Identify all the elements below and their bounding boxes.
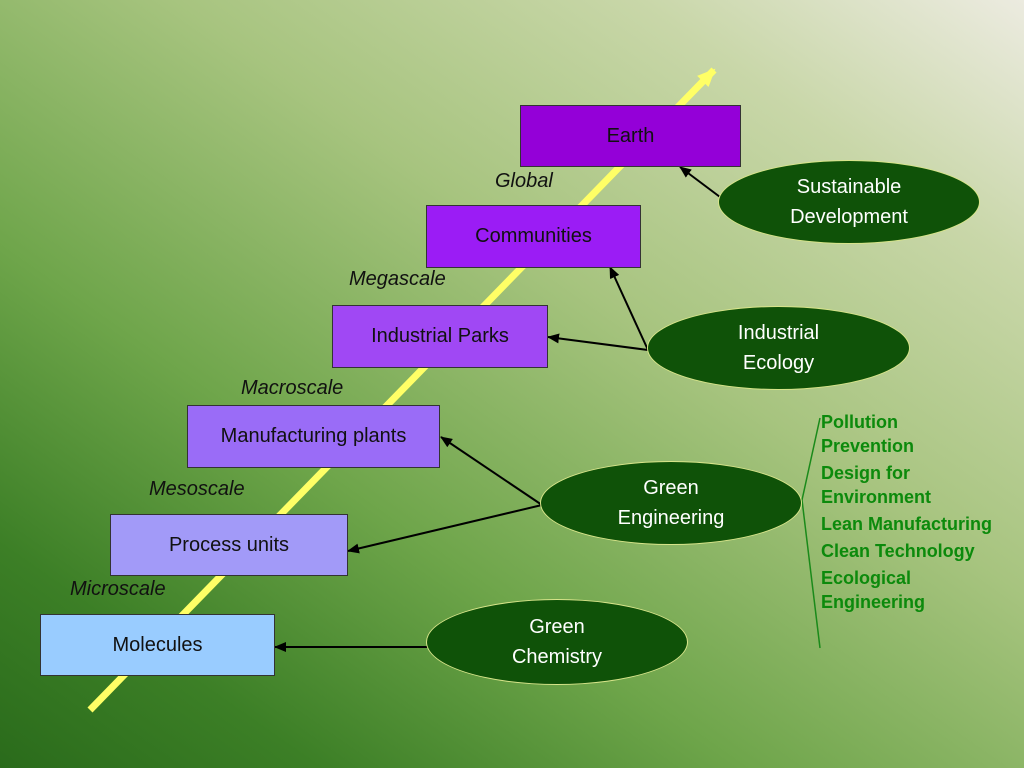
ecology-line-2: Ecology bbox=[742, 352, 815, 374]
sustainable-development-ellipse: Sustainable Development bbox=[718, 160, 980, 244]
chemistry-line-1: Green bbox=[529, 616, 585, 638]
engineering-line-1: Green bbox=[643, 477, 699, 499]
scale-global: Global bbox=[495, 170, 553, 192]
chemistry-line-2: Chemistry bbox=[511, 646, 602, 668]
practices-bracket-bottom bbox=[801, 499, 821, 649]
process-units-box: Process units bbox=[110, 514, 348, 576]
scale-megascale: Megascale bbox=[349, 268, 446, 290]
practice-ecological-engineering: Ecological Engineering bbox=[821, 568, 926, 612]
green-chemistry-ellipse: Green Chemistry bbox=[426, 599, 688, 685]
practices-bracket-top bbox=[801, 417, 821, 501]
green-engineering-ellipse: Green Engineering bbox=[540, 461, 802, 545]
earth-box: Earth bbox=[520, 105, 741, 167]
practice-lean-manufacturing: Lean Manufacturing bbox=[821, 514, 993, 534]
ecology-line-1: Industrial bbox=[737, 322, 820, 344]
practice-design-for-environment: Design for Environment bbox=[821, 463, 932, 507]
scale-macroscale: Macroscale bbox=[241, 377, 344, 399]
sustainable-line-2: Development bbox=[790, 206, 908, 228]
industrial-ecology-ellipse: Industrial Ecology bbox=[647, 306, 910, 390]
molecules-box: Molecules bbox=[40, 614, 275, 676]
arrow-ecology-to-parks bbox=[547, 333, 649, 351]
engineering-line-2: Engineering bbox=[617, 507, 725, 529]
industrial-parks-box: Industrial Parks bbox=[332, 305, 548, 368]
arrow-engineering-to-plants bbox=[440, 436, 543, 506]
arrow-ecology-to-communities bbox=[609, 266, 649, 351]
practices-list: Pollution Prevention Design for Environm… bbox=[821, 410, 1021, 617]
manufacturing-plants-box: Manufacturing plants bbox=[187, 405, 440, 468]
practice-pollution-prevention: Pollution Prevention bbox=[821, 412, 915, 456]
arrow-engineering-to-process bbox=[347, 504, 543, 554]
scale-arrow bbox=[87, 67, 717, 713]
communities-box: Communities bbox=[426, 205, 641, 268]
scale-mesoscale: Mesoscale bbox=[149, 478, 245, 500]
arrow-sustainable-to-earth bbox=[679, 166, 721, 198]
sustainable-line-1: Sustainable bbox=[796, 176, 902, 198]
practice-clean-technology: Clean Technology bbox=[821, 541, 975, 561]
scale-microscale: Microscale bbox=[70, 578, 166, 600]
